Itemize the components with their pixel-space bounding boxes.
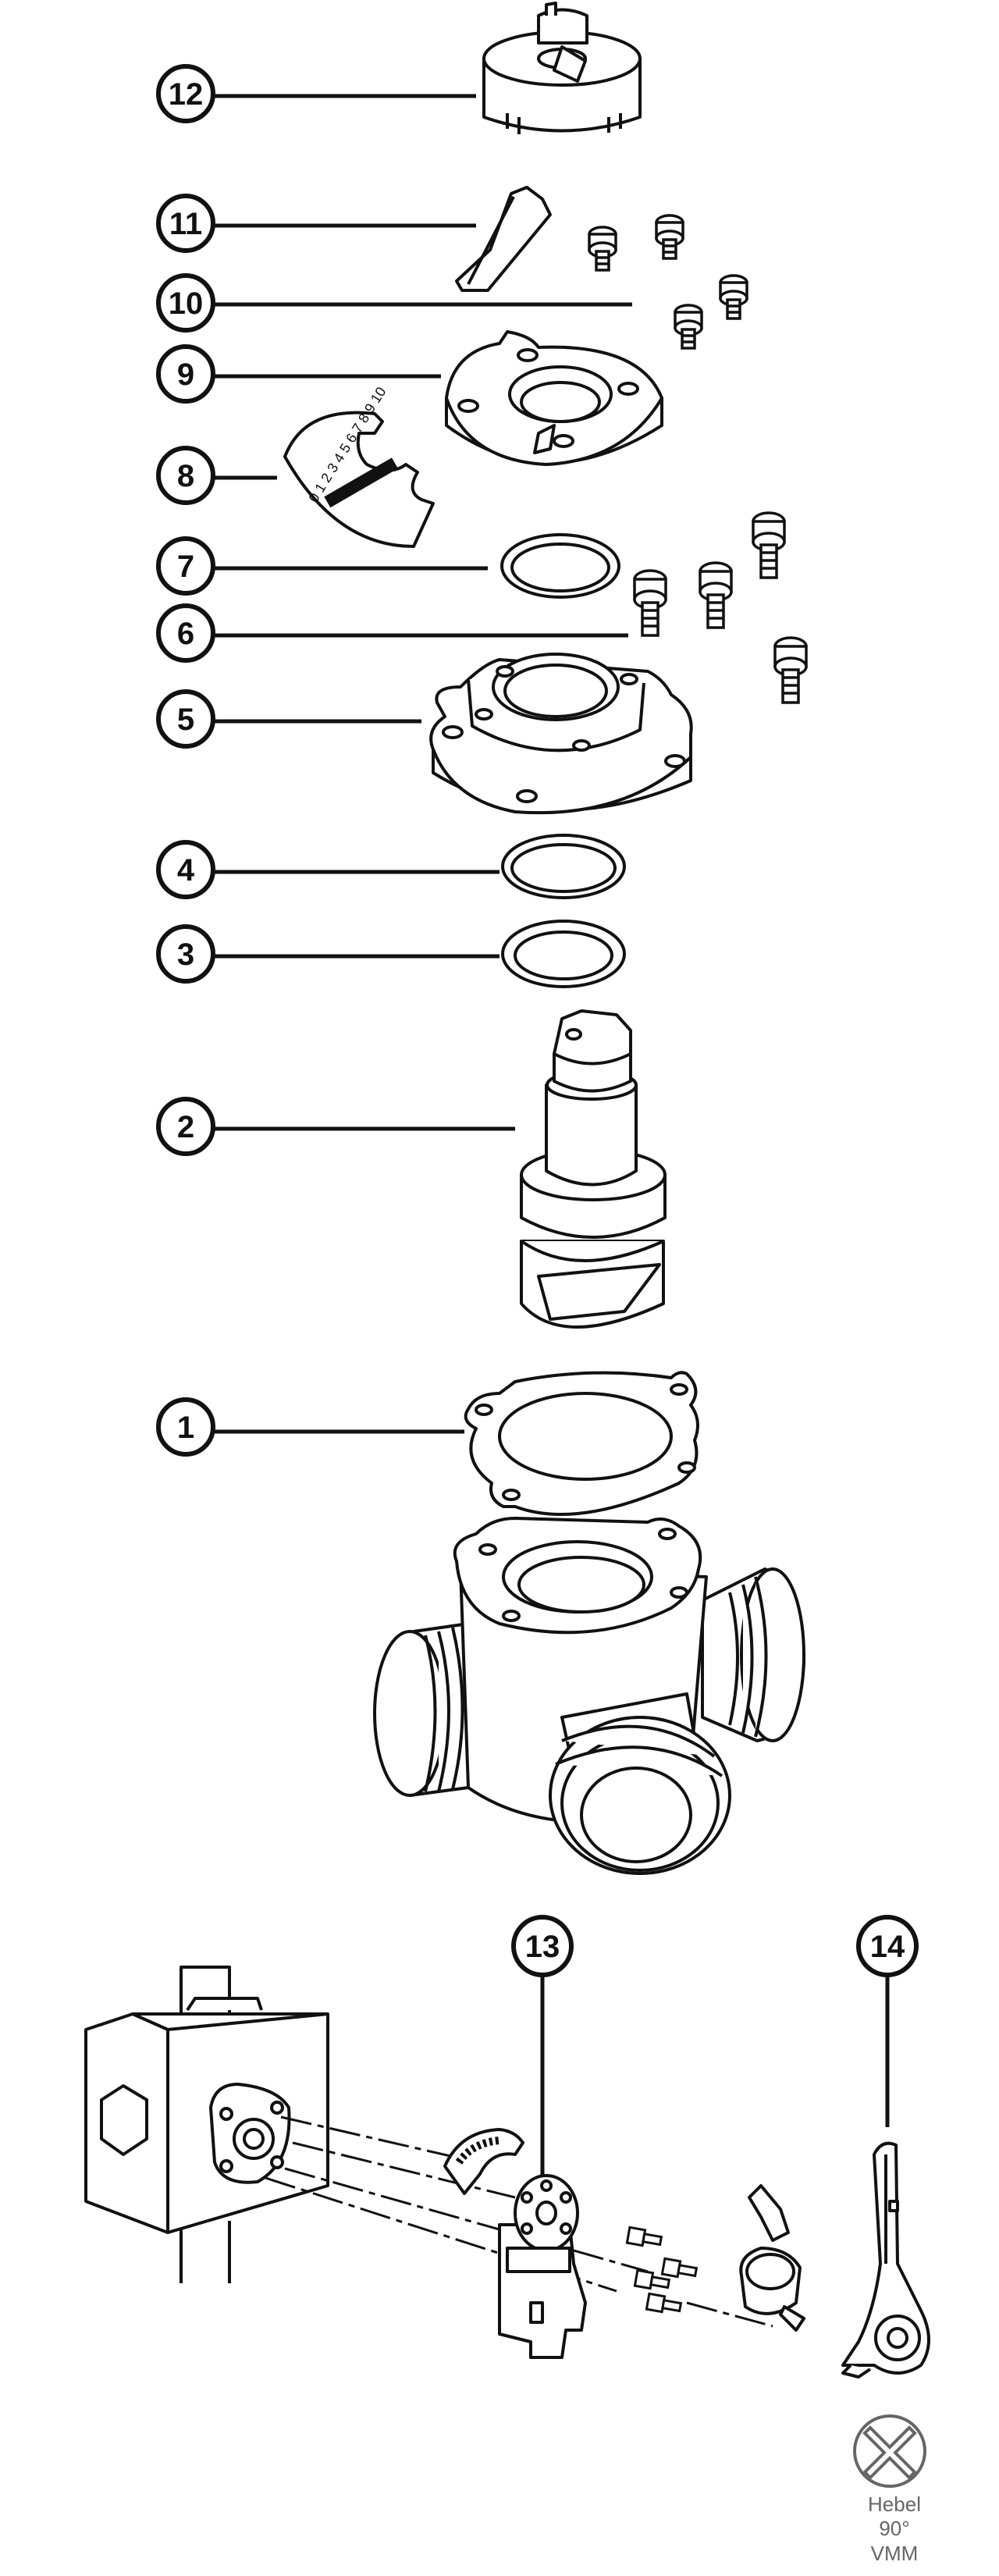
callout-7: 7 [156, 536, 488, 596]
actuator-screws [625, 2226, 699, 2314]
valve-body [373, 1517, 805, 1875]
callout-number-7: 7 [177, 550, 194, 584]
callout-circle-14 [856, 1915, 919, 1977]
callout-circle-10 [156, 273, 215, 333]
callout-circle-7 [156, 536, 215, 596]
part-12-adapter [482, 2, 642, 134]
part-10-screws [588, 214, 748, 350]
callout-number-12: 12 [169, 77, 204, 112]
callout-number-9: 9 [177, 358, 194, 392]
callout-circle-3 [156, 924, 215, 984]
callout-number-3: 3 [177, 938, 194, 972]
part-2-stem [520, 1009, 667, 1329]
lever-caption-line3: VMM [871, 2542, 919, 2565]
callout-circle-5 [156, 689, 215, 749]
part-13-mounting-bracket [498, 2174, 587, 2359]
part-6-screws [633, 511, 808, 704]
callout-2: 2 [156, 1097, 515, 1156]
lever-caption-line1: Hebel [868, 2492, 921, 2516]
callout-3: 3 [156, 924, 500, 984]
part-1-gasket [464, 1371, 699, 1516]
callout-9: 9 [156, 344, 441, 404]
part-4-o-ring [501, 834, 626, 899]
callout-number-6: 6 [177, 617, 194, 651]
part-11-bracket [455, 186, 552, 292]
callout-12: 12 [156, 64, 476, 123]
callout-14: 14 [856, 1915, 919, 2127]
callout-circle-2 [156, 1097, 215, 1156]
callout-number-13: 13 [525, 1930, 560, 1964]
callout-circle-8 [156, 446, 215, 505]
actuator-scale-segment [443, 2128, 524, 2195]
part-9-flange-plate [445, 330, 663, 466]
part-7-o-ring [500, 533, 620, 599]
part-8-scale-plate: 0 1 2 3 4 5 6 7 8 9 10 [283, 384, 435, 548]
actuator-box [84, 1966, 329, 2283]
callout-circle-1 [156, 1397, 215, 1457]
scale-band [324, 457, 398, 508]
lever-symbol: Hebel 90° VMM [853, 2414, 926, 2565]
part-3-o-ring [501, 920, 626, 988]
callout-number-14: 14 [870, 1930, 905, 1964]
callout-number-8: 8 [177, 459, 194, 493]
callout-number-2: 2 [177, 1110, 194, 1144]
callout-number-1: 1 [177, 1411, 194, 1445]
callout-11: 11 [156, 194, 476, 253]
callout-1: 1 [156, 1397, 464, 1457]
actuator-adapter [739, 2184, 805, 2332]
lever-caption-line2: 90° [879, 2517, 909, 2540]
callout-circle-11 [156, 194, 215, 253]
callout-number-10: 10 [169, 286, 204, 321]
callout-8: 8 [156, 446, 277, 505]
callout-number-5: 5 [177, 703, 194, 737]
callout-13: 13 [511, 1915, 574, 2209]
callout-4: 4 [156, 840, 500, 899]
callout-number-11: 11 [169, 207, 202, 241]
callout-circle-13 [511, 1915, 574, 1977]
callout-10: 10 [156, 273, 632, 333]
callout-circle-6 [156, 603, 215, 663]
callout-circle-12 [156, 64, 215, 123]
cross-circle-icon [853, 2414, 926, 2488]
part-5-bonnet [429, 653, 693, 815]
callout-6: 6 [156, 603, 628, 663]
callout-5: 5 [156, 689, 421, 749]
callout-number-4: 4 [177, 853, 195, 888]
part-14-lever [841, 2141, 930, 2379]
callout-circle-9 [156, 344, 215, 404]
callout-circle-4 [156, 840, 215, 899]
